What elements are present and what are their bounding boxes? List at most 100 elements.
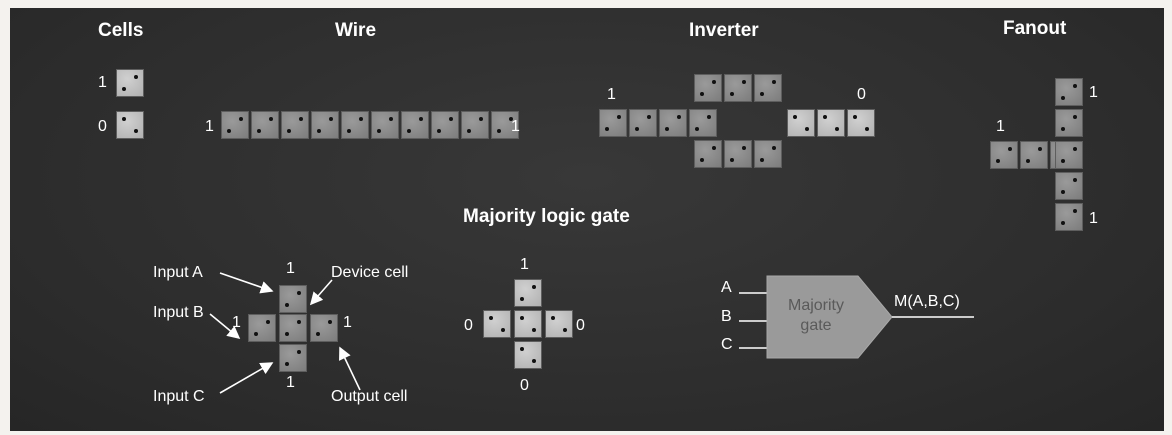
dot xyxy=(134,129,138,133)
heading-inverter: Inverter xyxy=(689,20,759,41)
majority1-left-value: 1 xyxy=(232,314,241,331)
fanout-cell xyxy=(1055,109,1083,137)
wire-cell xyxy=(461,111,489,139)
dot xyxy=(793,115,797,119)
majority-cell-bottom xyxy=(279,344,307,372)
dot xyxy=(605,127,609,131)
arrow-output-cell xyxy=(339,346,361,391)
wire-cell xyxy=(251,111,279,139)
heading-fanout: Fanout xyxy=(1003,18,1067,39)
dot xyxy=(1026,159,1030,163)
dot xyxy=(742,80,746,84)
device-cell-label: Device cell xyxy=(331,264,409,281)
heading-wire: Wire xyxy=(335,20,377,41)
majority2-right-value: 0 xyxy=(576,317,585,334)
dot xyxy=(865,127,869,131)
majority2-bottom-value: 0 xyxy=(520,377,529,394)
dot xyxy=(239,117,243,121)
dot xyxy=(677,115,681,119)
wire-cell xyxy=(341,111,369,139)
dot xyxy=(1073,84,1077,88)
dot xyxy=(299,117,303,121)
inverter-cell xyxy=(694,74,722,102)
dot xyxy=(772,146,776,150)
dot xyxy=(707,115,711,119)
input-a-label: Input A xyxy=(153,264,203,281)
dot xyxy=(532,285,536,289)
wire-cell xyxy=(311,111,339,139)
inverter-cell xyxy=(817,109,845,137)
dot xyxy=(317,129,321,133)
majority-cell-left xyxy=(248,314,276,342)
wire-cell xyxy=(431,111,459,139)
dot xyxy=(1061,221,1065,225)
dot xyxy=(122,117,126,121)
dot xyxy=(359,117,363,121)
dot xyxy=(509,117,513,121)
dot xyxy=(853,115,857,119)
gate-output-label: M(A,B,C) xyxy=(894,293,960,310)
fanout-input-value: 1 xyxy=(996,118,1005,135)
arrow-input-c xyxy=(219,362,274,394)
inverter-cell xyxy=(659,109,687,137)
heading-cells: Cells xyxy=(98,20,144,41)
dot xyxy=(449,117,453,121)
dot xyxy=(479,117,483,121)
dot xyxy=(287,129,291,133)
dot xyxy=(712,146,716,150)
qca-cell-state-zero xyxy=(116,111,144,139)
cell-state-one-label: 1 xyxy=(98,74,107,91)
dot xyxy=(1061,190,1065,194)
dot xyxy=(835,127,839,131)
inverter-input-value: 1 xyxy=(607,86,616,103)
arrow-device-cell xyxy=(309,279,333,306)
dot xyxy=(297,291,301,295)
inverter-cell xyxy=(599,109,627,137)
majority2-cell-left xyxy=(483,310,511,338)
dot xyxy=(730,92,734,96)
gate-body-line1: Majority xyxy=(787,297,844,314)
dot xyxy=(1038,147,1042,151)
majority2-device-cell xyxy=(514,310,542,338)
wire-cell xyxy=(401,111,429,139)
dot xyxy=(407,129,411,133)
gate-body-line2: gate xyxy=(800,317,832,334)
inverter-cell xyxy=(724,74,752,102)
majority2-cell-right xyxy=(545,310,573,338)
fanout-cell xyxy=(1055,203,1083,231)
majority-cell-top xyxy=(279,285,307,313)
dot xyxy=(635,127,639,131)
fanout-output-top-value: 1 xyxy=(1089,84,1098,101)
majority2-cell-top xyxy=(514,279,542,307)
dot xyxy=(760,158,764,162)
dot xyxy=(996,159,1000,163)
arrow-input-a xyxy=(219,272,274,294)
dot xyxy=(823,115,827,119)
dot xyxy=(520,297,524,301)
dot xyxy=(760,92,764,96)
qca-figure-panel: Cells Wire Inverter Fanout Majority logi… xyxy=(10,8,1164,431)
qca-cell-state-one xyxy=(116,69,144,97)
dot xyxy=(329,117,333,121)
majority2-left-value: 0 xyxy=(464,317,473,334)
inverter-cell xyxy=(724,140,752,168)
inverter-cell xyxy=(694,140,722,168)
dot xyxy=(617,115,621,119)
dot xyxy=(700,158,704,162)
inverter-cell xyxy=(754,140,782,168)
connectors-svg xyxy=(209,272,974,394)
dot xyxy=(501,328,505,332)
dot xyxy=(1073,209,1077,213)
dot xyxy=(285,303,289,307)
dot xyxy=(122,87,126,91)
inverter-cell xyxy=(787,109,815,137)
fanout-cell xyxy=(990,141,1018,169)
dot xyxy=(377,129,381,133)
inverter-cell xyxy=(754,74,782,102)
input-b-label: Input B xyxy=(153,304,204,321)
inverter-output-value: 0 xyxy=(857,86,866,103)
fanout-cell xyxy=(1020,141,1048,169)
dot xyxy=(532,328,536,332)
dot xyxy=(257,129,261,133)
dot xyxy=(489,316,493,320)
